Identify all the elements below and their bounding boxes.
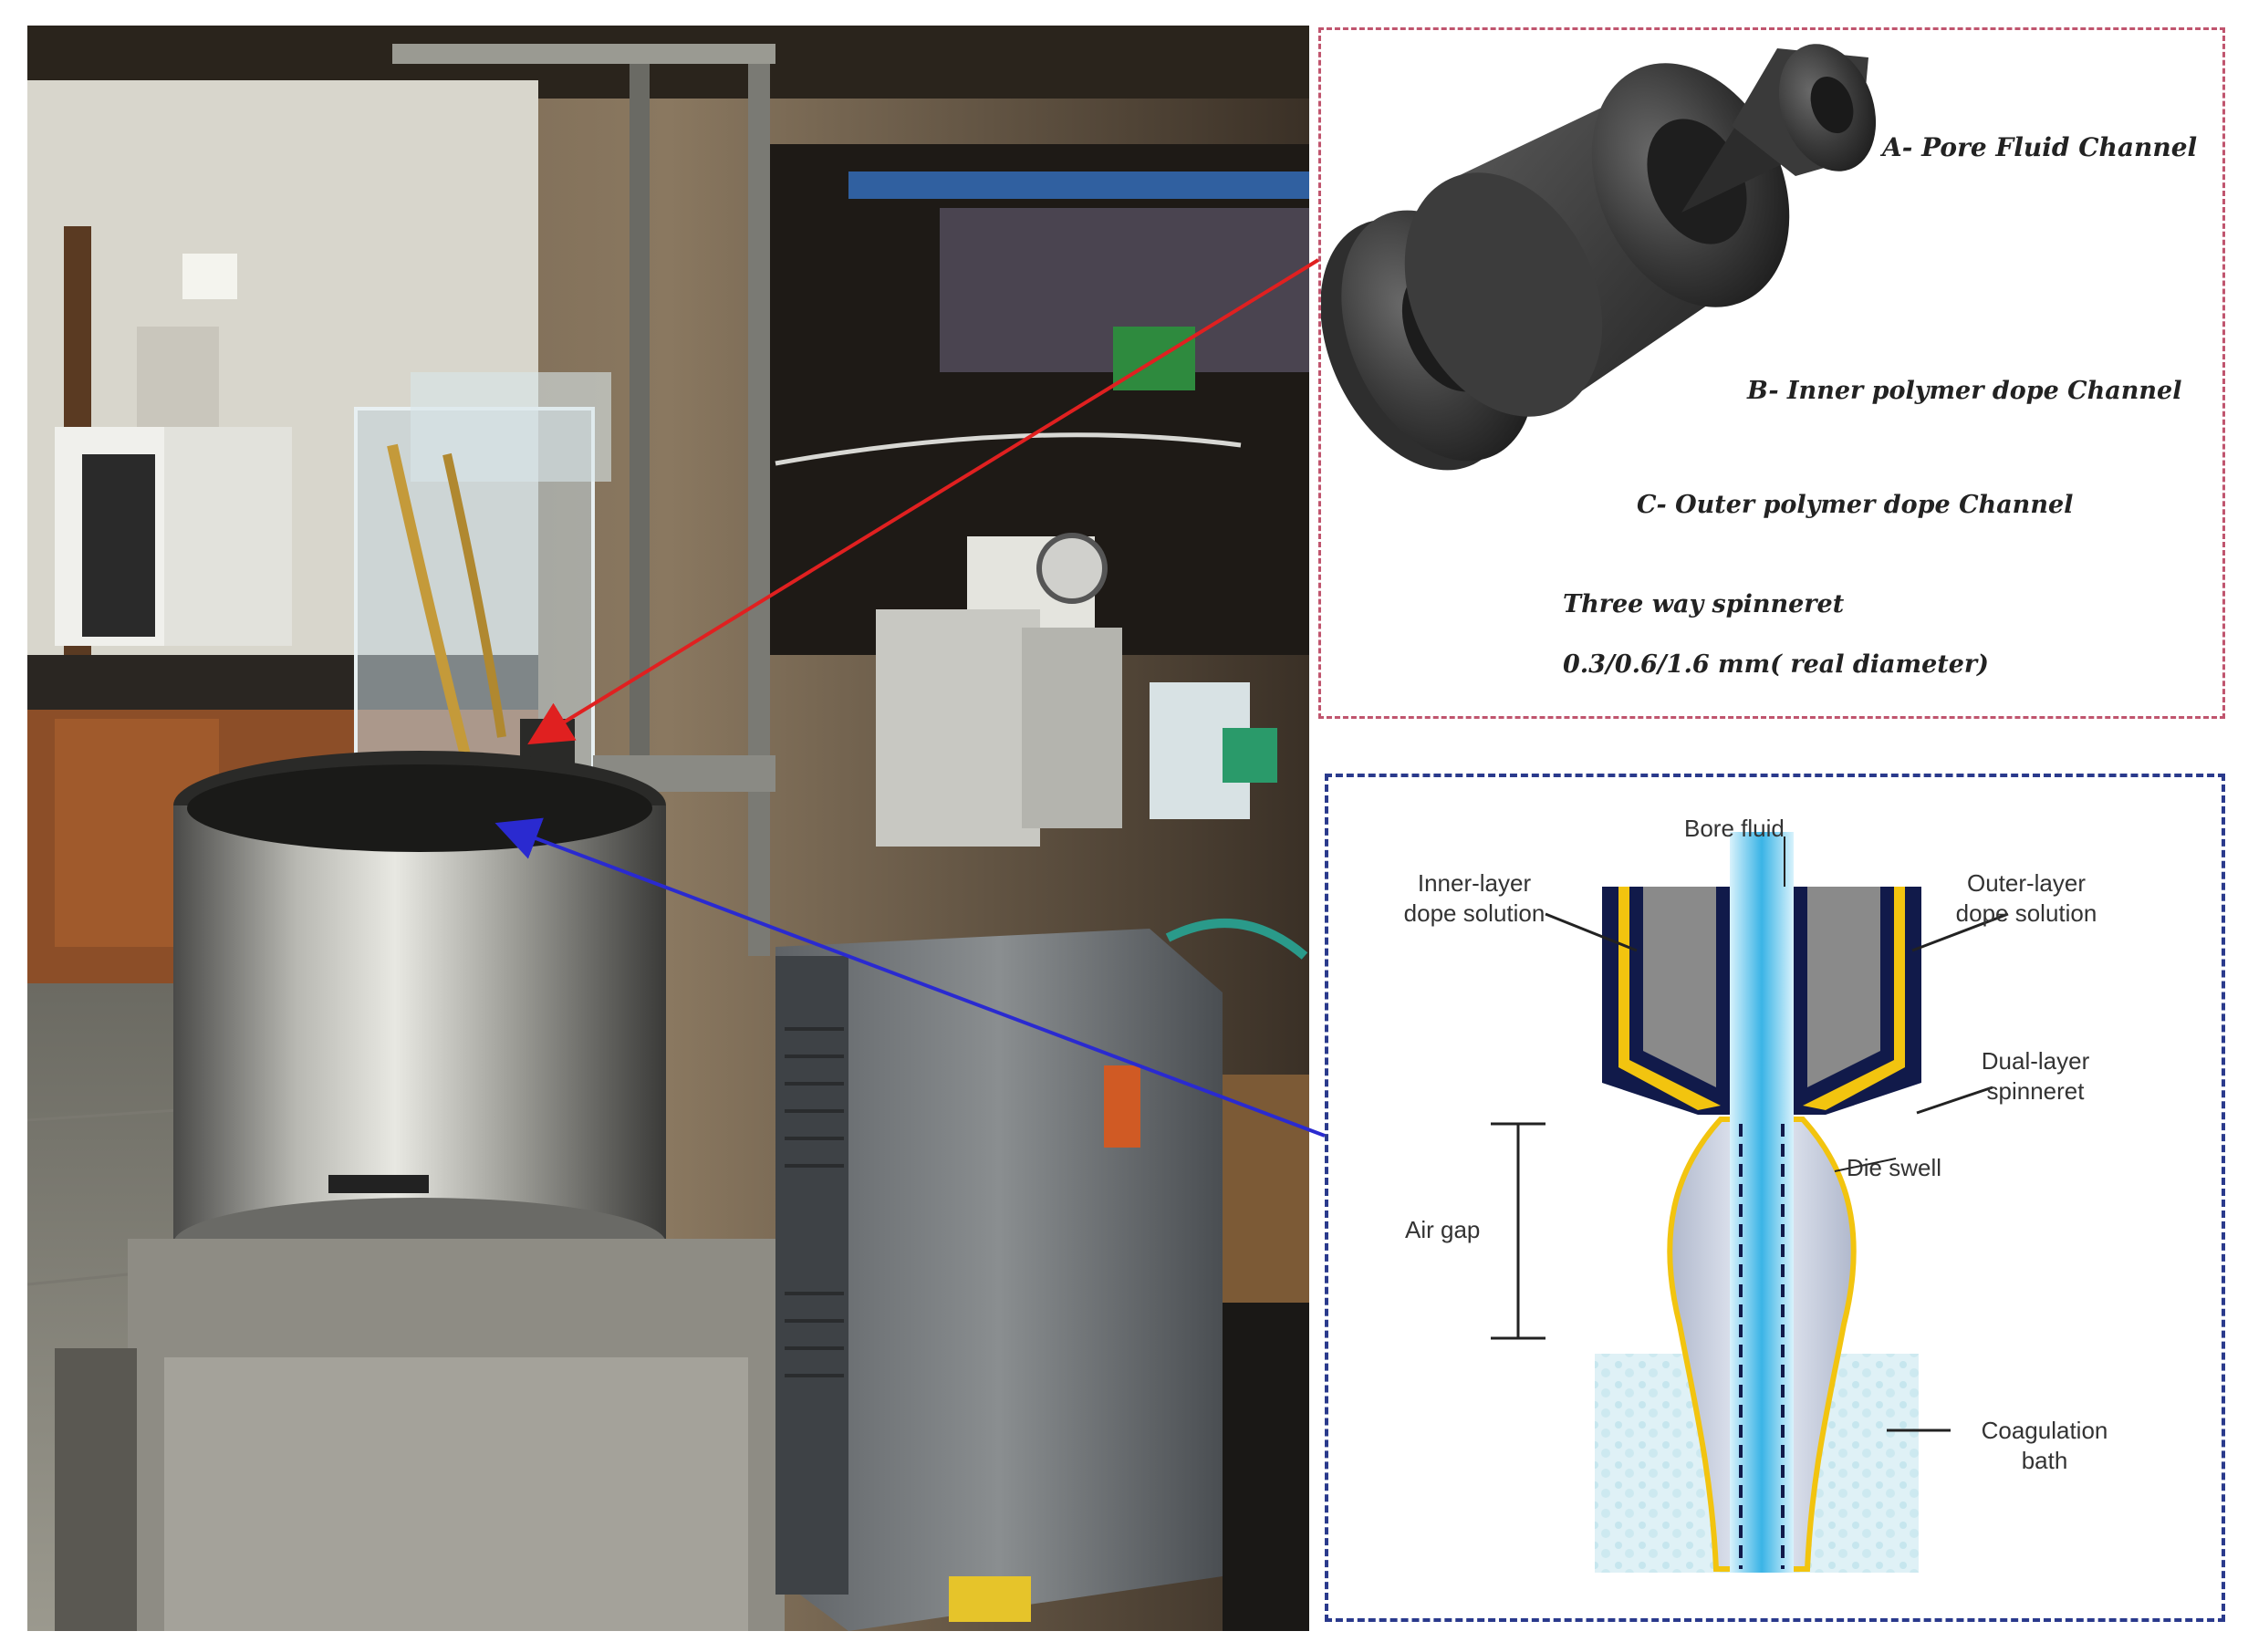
label-bore-fluid: Bore fluid <box>1684 814 1785 844</box>
lab-setup-photo <box>27 26 1309 1631</box>
label-c-outer-dope-channel: C- Outer polymer dope Channel <box>1637 491 2073 519</box>
dual-layer-spinning-schematic-panel: Bore fluid Inner-layer dope solution Out… <box>1325 774 2225 1622</box>
label-inner-layer-dope: Inner-layer dope solution <box>1383 868 1566 929</box>
spinneret-diameters: 0.3/0.6/1.6 mm( real diameter) <box>1563 650 1989 679</box>
label-a-pore-fluid-channel: A- Pore Fluid Channel <box>1882 132 2197 162</box>
label-dual-layer-spinneret: Dual-layer spinneret <box>1958 1046 2113 1107</box>
label-outer-layer-dope: Outer-layer dope solution <box>1935 868 2118 929</box>
label-b-inner-dope-channel: B- Inner polymer dope Channel <box>1747 377 2181 405</box>
label-die-swell: Die swell <box>1847 1153 1941 1183</box>
label-air-gap: Air gap <box>1405 1215 1480 1245</box>
spinneret-title: Three way spinneret <box>1563 590 1844 618</box>
spinneret-exploded-view-panel: A- Pore Fluid Channel B- Inner polymer d… <box>1318 27 2225 719</box>
label-coagulation-bath: Coagulation bath <box>1958 1416 2131 1476</box>
